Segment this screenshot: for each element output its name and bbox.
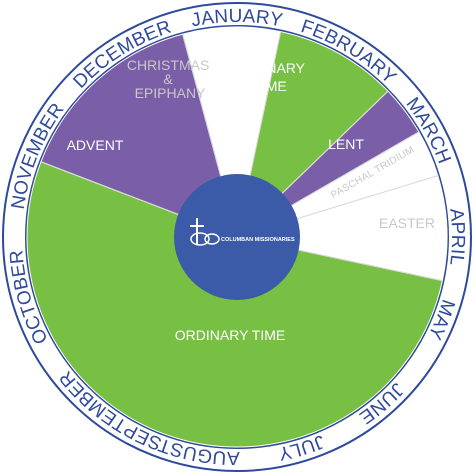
label-ordinary-2: ORDINARY TIME — [175, 327, 285, 343]
label-ordinary-1: ORDINARY TIME — [231, 60, 308, 94]
label-lent: LENT — [328, 136, 364, 152]
cross-icon — [190, 218, 204, 244]
label-christmas-line-3: EPIPHANY — [135, 85, 206, 101]
label-christmas-line-2: & — [163, 71, 173, 87]
inner-ring-border — [25, 25, 449, 449]
label-christmas-line-1: CHRISTMAS — [127, 57, 209, 73]
label-ordinary-1-line-2: TIME — [253, 78, 286, 94]
month-label-april: APRIL — [445, 207, 468, 267]
label-advent: ADVENT — [67, 137, 124, 153]
segment-advent — [40, 33, 238, 238]
label-christmas: CHRISTMAS & EPIPHANY — [127, 57, 213, 101]
segment-christmas-epiphany — [182, 26, 282, 238]
season-segments — [26, 26, 448, 448]
segment-easter — [235, 174, 448, 282]
center-hub — [174, 174, 300, 300]
segment-ordinary-time-1 — [236, 30, 389, 239]
label-easter: EASTER — [379, 215, 435, 231]
logo-text: COLUMBAN MISSIONARIES — [221, 237, 295, 243]
label-ordinary-1-line-1: ORDINARY — [231, 60, 305, 76]
segment-ordinary-time-2 — [26, 161, 444, 448]
globe-icon — [190, 232, 220, 246]
columban-logo: COLUMBAN MISSIONARIES — [190, 218, 295, 246]
